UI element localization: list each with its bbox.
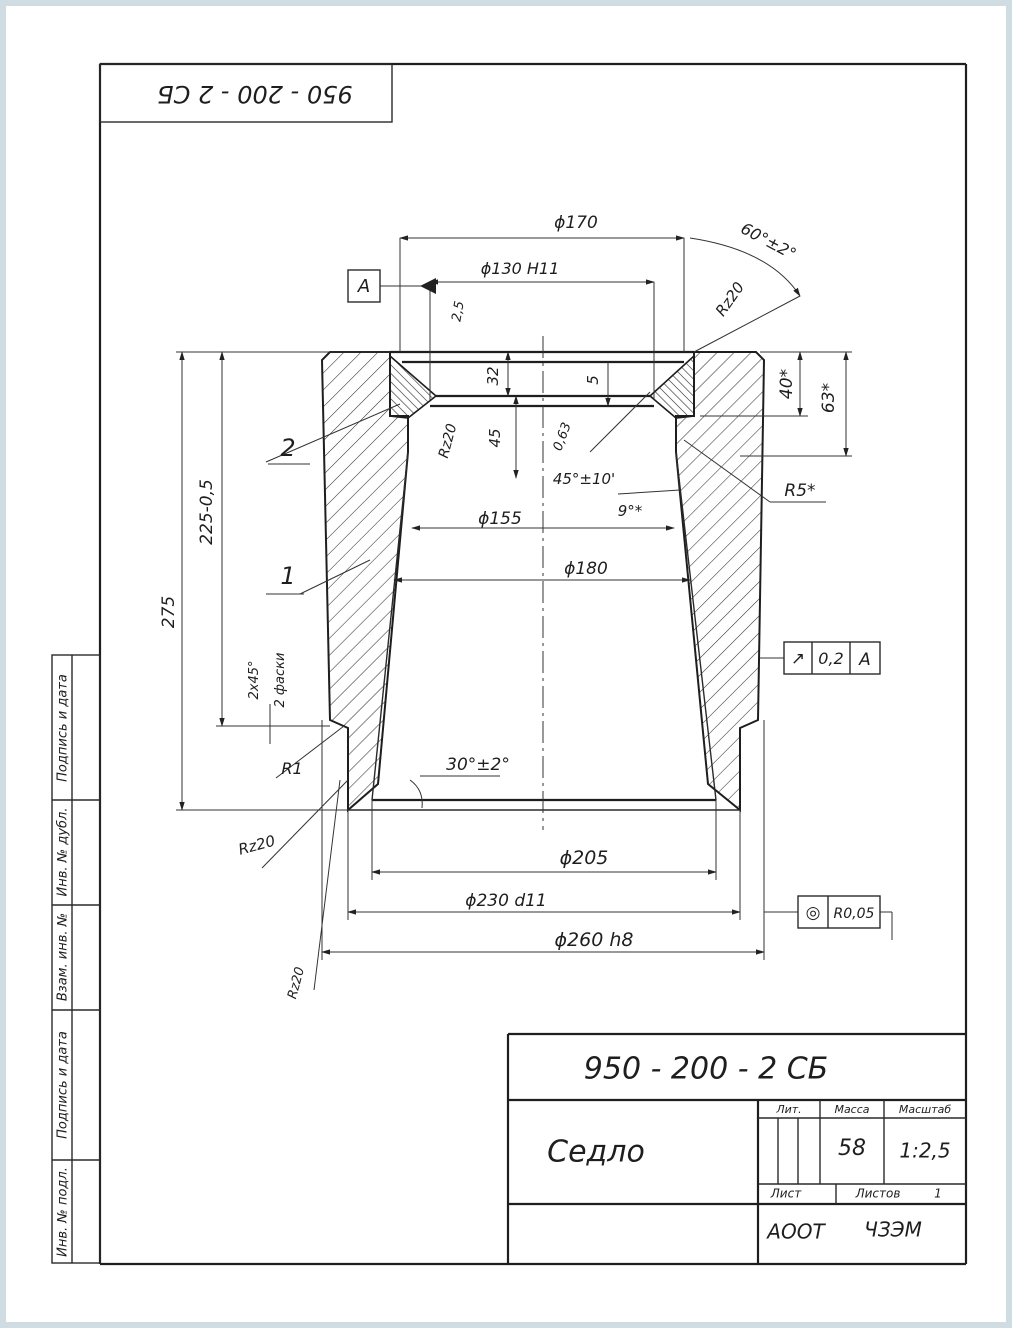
concentric-value: R0,05 (834, 906, 875, 922)
right-wall-section (675, 351, 766, 813)
dim-angle45: 45°±10' (553, 470, 615, 488)
runout-datum: A (858, 650, 871, 670)
dim-h45: 45 (486, 428, 504, 447)
dim-h40: 40* (777, 369, 797, 399)
dimension-lines (176, 235, 893, 991)
scale-header: Масштаб (899, 1103, 951, 1116)
dim-h5: 5 (584, 375, 602, 385)
dim-d180: ϕ180 (564, 559, 608, 579)
dim-chamfer-25: 2,5 (449, 300, 467, 323)
dim-rz20-edge: Rz20 (285, 966, 308, 1001)
left-insert-ring (389, 354, 438, 419)
sheets-label: Листов (855, 1187, 901, 1201)
organization-2: ЧЗЭМ (864, 1218, 922, 1242)
stamp-inv-podl: Инв. № подл. (56, 1167, 71, 1257)
dim-d130: ϕ130 H11 (481, 259, 560, 278)
part-section (320, 336, 766, 830)
rotated-drawing-number: 950 - 200 - 2 СБ (157, 80, 353, 108)
dim-rz20-bottom: Rz20 (236, 832, 277, 859)
title-block: 950 - 200 - 2 СБ Седло Лит. Масса Масшта… (506, 1032, 966, 1264)
callout-part-2: 2 (280, 434, 295, 462)
datum-a: A (347, 269, 381, 303)
sheets-value: 1 (934, 1187, 942, 1201)
dim-chamfer-2x45: 2х45° (247, 660, 262, 699)
right-insert-ring (648, 354, 695, 419)
dim-d170: ϕ170 (554, 213, 598, 233)
concentric-symbol: ◎ (806, 903, 821, 923)
dim-rz20-inner: Rz20 (436, 422, 461, 460)
side-stamp: Инв. № подл. Подпись и дата Взам. инв. №… (51, 654, 101, 1264)
callout-part-1: 1 (280, 562, 295, 590)
dim-angle60: 60°±2° (738, 219, 800, 264)
title-drawing-number: 950 - 200 - 2 СБ (584, 1052, 828, 1087)
dim-angle9: 9°* (618, 502, 643, 520)
stamp-inv-dubl: Инв. № дубл. (56, 808, 71, 897)
concentric-tolerance-frame: ◎ R0,05 (797, 895, 881, 929)
dim-chamfer-note: 2 фаски (273, 653, 288, 708)
datum-letter: A (357, 276, 370, 297)
dim-rz20-top: Rz20 (712, 279, 748, 320)
dim-angle30: 30°±2° (446, 755, 510, 775)
sheet-label: Лист (770, 1187, 802, 1201)
dim-r063: 0,63 (551, 421, 575, 453)
rotated-number-box: 950 - 200 - 2 СБ (99, 63, 393, 123)
dim-d260: ϕ260 h8 (555, 929, 634, 951)
dim-h63: 63* (819, 383, 839, 413)
runout-symbol: ↗ (791, 649, 805, 669)
dim-d230: ϕ230 d11 (465, 891, 547, 911)
lit-header: Лит. (775, 1103, 801, 1116)
mass-header: Масса (834, 1103, 869, 1116)
dim-r1: R1 (281, 759, 302, 778)
mass-value: 58 (838, 1136, 866, 1161)
organization-1: АООТ (765, 1220, 826, 1244)
runout-value: 0,2 (818, 649, 843, 668)
dim-r5: R5* (784, 481, 815, 501)
runout-tolerance-frame: ↗ 0,2 A (783, 641, 881, 675)
dim-d155: ϕ155 (478, 509, 522, 529)
dim-h275: 275 (159, 596, 179, 628)
stamp-sign-date-1: Подпись и дата (56, 1031, 71, 1139)
scale-value: 1:2,5 (899, 1139, 950, 1163)
dim-h32: 32 (484, 366, 502, 385)
dim-d205: ϕ205 (560, 847, 609, 869)
title-part-name: Седло (547, 1135, 645, 1170)
dim-h225: 225-0,5 (197, 479, 217, 545)
stamp-sign-date-2: Подпись и дата (56, 674, 71, 782)
stamp-vzam-inv: Взам. инв. № (56, 913, 71, 1001)
